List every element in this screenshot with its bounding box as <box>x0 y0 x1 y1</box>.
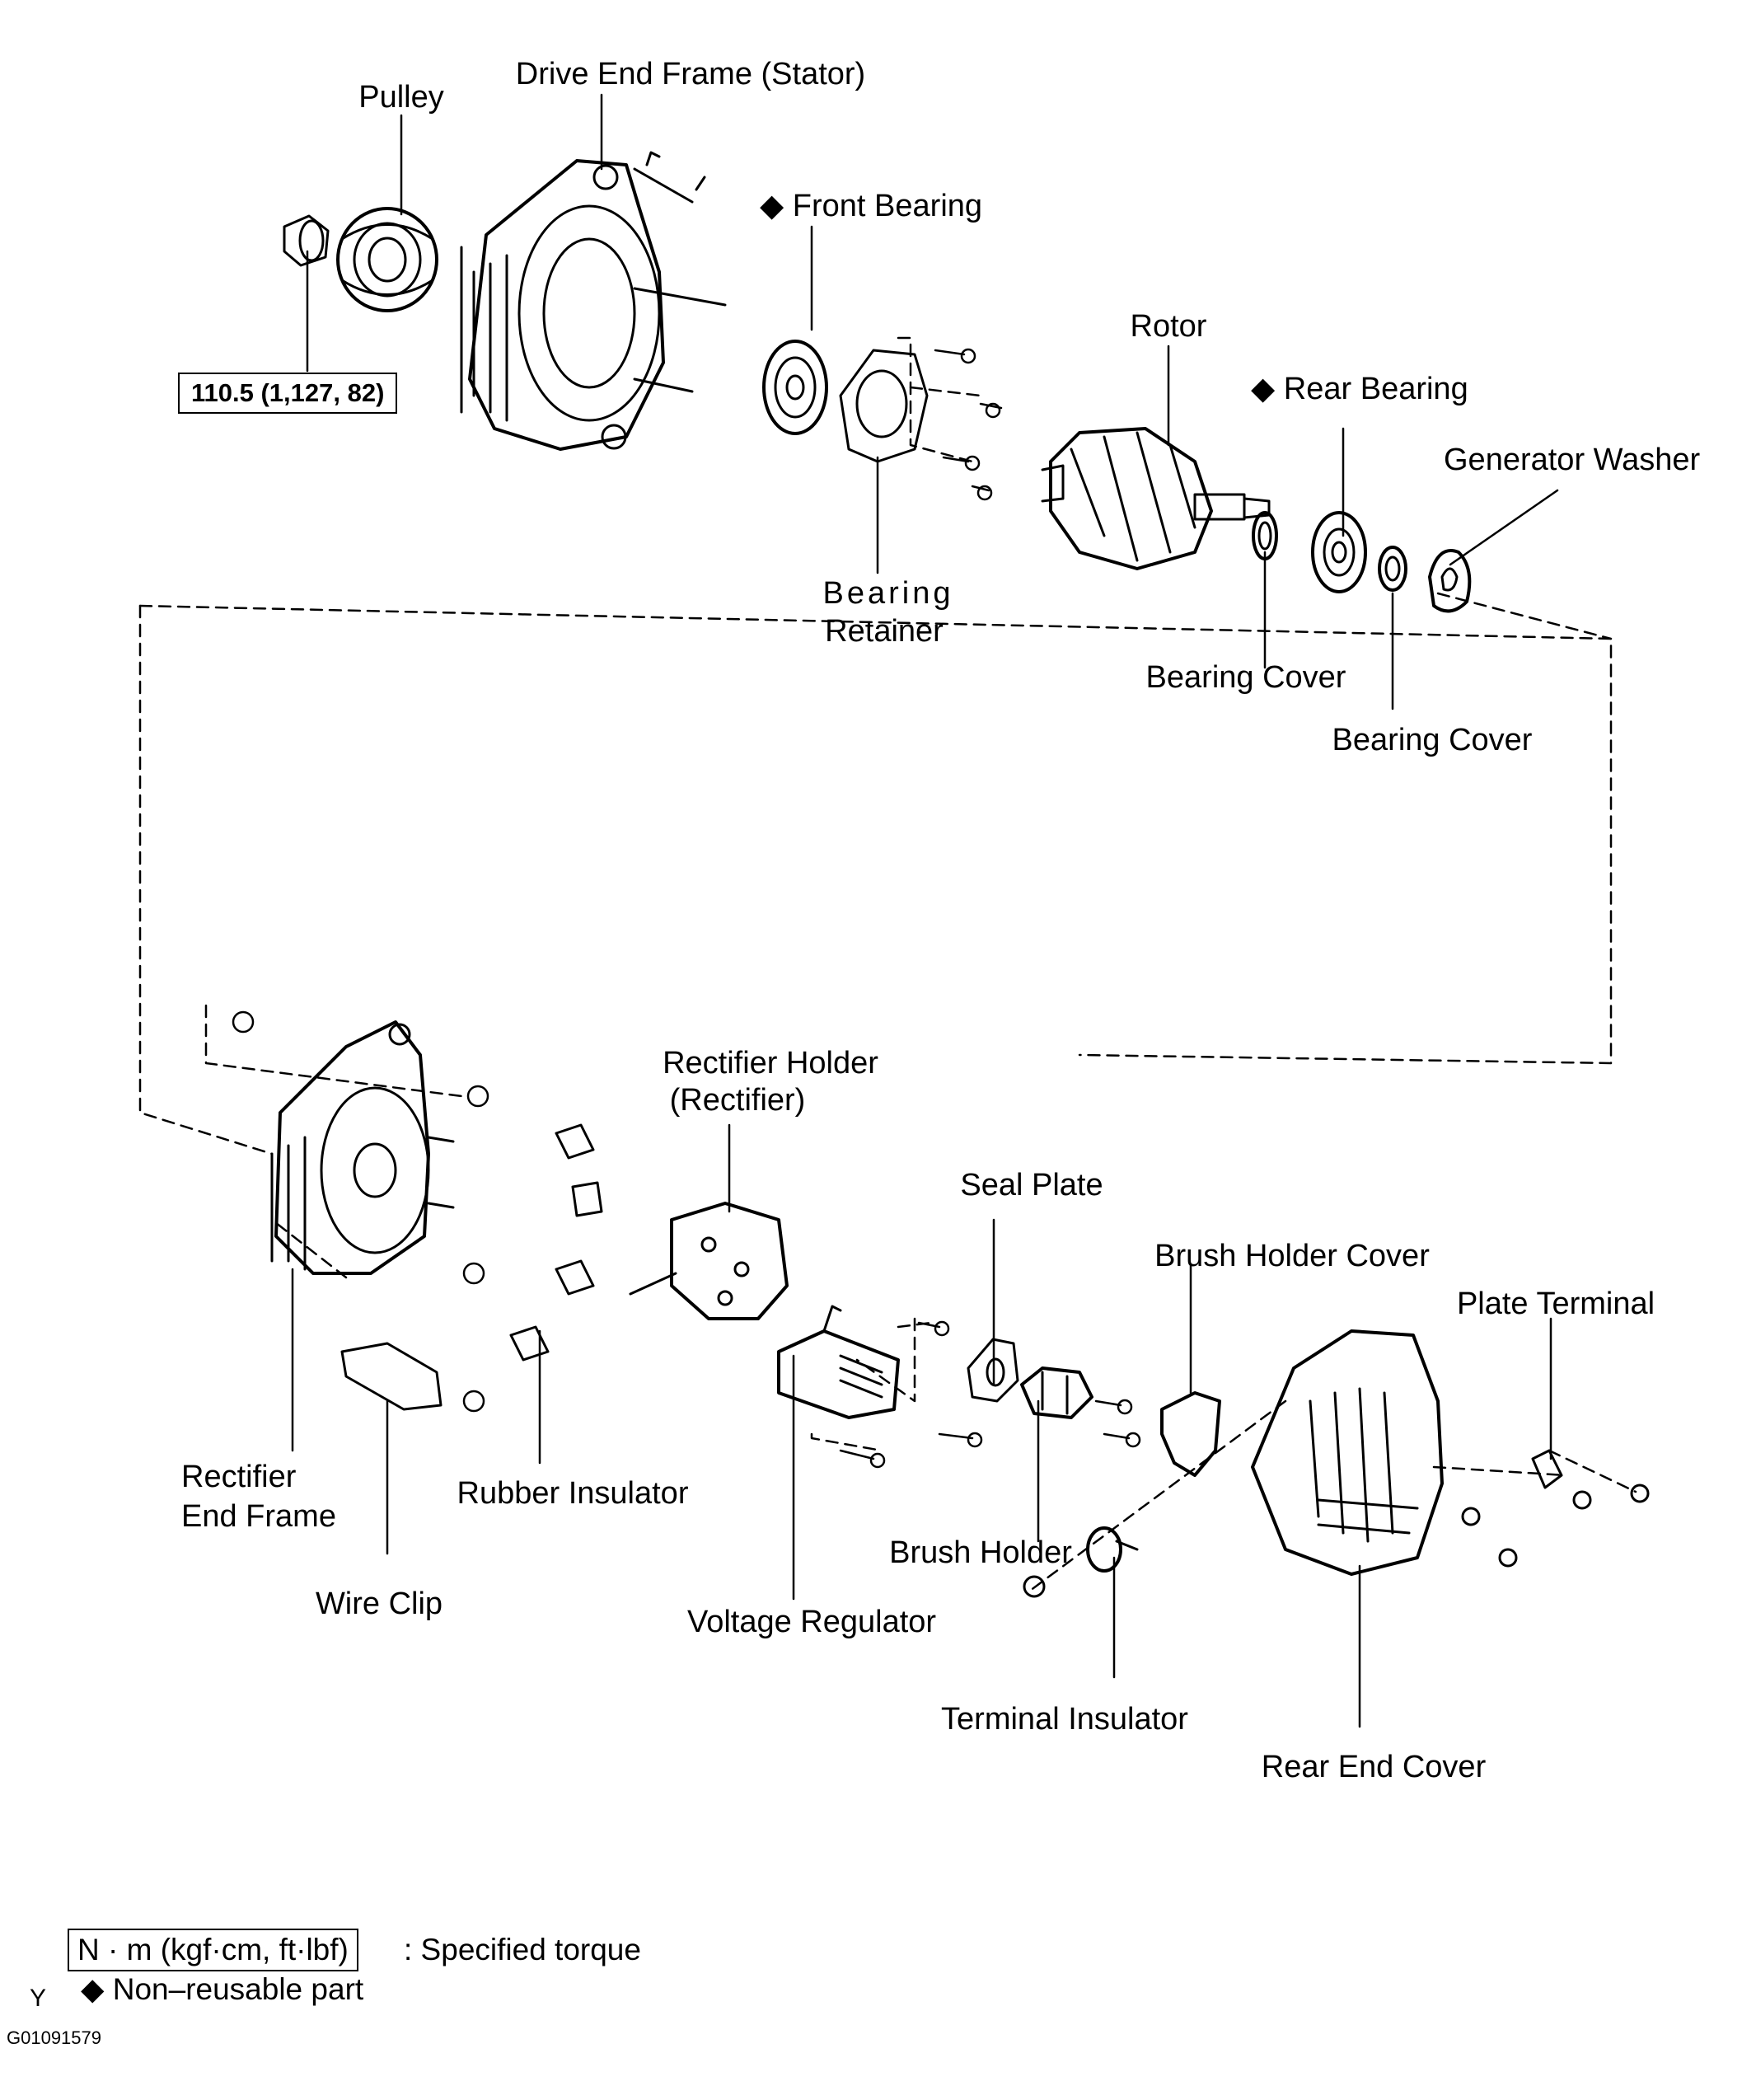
label-brush-holder-cover: Brush Holder Cover <box>1154 1239 1430 1273</box>
front-bearing-icon <box>762 340 828 435</box>
label-terminal-insulator: Terminal Insulator <box>941 1702 1188 1737</box>
label-rectifier-end-frame-line1: Rectifier <box>181 1460 297 1494</box>
legend-torque-units-box: N · m (kgf·cm, ft·lbf) <box>68 1929 358 1971</box>
label-bearing-cover-1: Bearing Cover <box>1145 660 1346 695</box>
label-rear-bearing: ◆ Rear Bearing <box>1251 371 1468 407</box>
label-rear-end-cover: Rear End Cover <box>1261 1750 1487 1784</box>
retainer-screws-icon <box>934 348 1003 501</box>
brush-holder-icon <box>1020 1366 1093 1419</box>
bearing-cover-2-icon <box>1378 546 1407 592</box>
label-brush-holder: Brush Holder <box>889 1535 1072 1570</box>
plate-terminal-icon <box>1461 1449 1650 1568</box>
pulley-nut-icon <box>283 214 330 267</box>
label-pulley: Pulley <box>358 80 444 115</box>
terminal-insulator-icon <box>1023 1526 1139 1598</box>
rubber-insulators-icon <box>509 1123 603 1362</box>
label-rectifier-end-frame-line2: End Frame <box>181 1499 336 1534</box>
label-plate-terminal: Plate Terminal <box>1456 1287 1655 1321</box>
rotor-icon <box>1041 427 1271 570</box>
regulator-screws-icon <box>839 1320 983 1469</box>
bearing-retainer-icon <box>839 349 929 463</box>
label-rubber-insulator: Rubber Insulator <box>457 1476 689 1511</box>
drive-end-frame-icon <box>460 151 727 451</box>
label-rotor: Rotor <box>1130 309 1207 344</box>
label-front-bearing: ◆ Front Bearing <box>760 188 982 224</box>
brush-holder-cover-icon <box>1160 1391 1221 1477</box>
label-generator-washer: Generator Washer <box>1444 443 1701 477</box>
legend-nonreusable: ◆ Non–reusable part <box>81 1971 363 2008</box>
figure-code: G01091579 <box>7 2027 101 2048</box>
label-rear-bearing-text: Rear Bearing <box>1283 372 1468 406</box>
voltage-regulator-icon <box>777 1305 900 1419</box>
pulley-icon <box>336 207 438 312</box>
nonreusable-diamond-icon: ◆ <box>1251 372 1276 406</box>
nonreusable-diamond-icon: ◆ <box>760 189 784 223</box>
label-bearing-retainer-line2: Retainer <box>825 614 944 649</box>
label-front-bearing-text: Front Bearing <box>792 189 983 223</box>
rear-bearing-icon <box>1311 511 1367 593</box>
generator-washer-icon <box>1428 549 1472 613</box>
label-seal-plate: Seal Plate <box>960 1168 1103 1202</box>
legend-torque-text: : Specified torque <box>404 1933 641 1966</box>
label-drive-end-frame: Drive End Frame (Stator) <box>515 57 866 91</box>
corner-letter: Y <box>30 1985 47 2012</box>
rear-end-cover-icon <box>1251 1329 1444 1576</box>
label-bearing-retainer-line1: Bearing <box>822 576 954 611</box>
leader-lines <box>291 93 1559 1728</box>
torque-spec-box: 110.5 (1,127, 82) <box>178 373 398 414</box>
bearing-cover-1-icon <box>1252 511 1278 560</box>
frame-nuts-icon <box>232 1010 489 1413</box>
dashed-assembly-lines <box>138 336 1637 1592</box>
rectifier-end-frame-icon <box>270 1020 455 1275</box>
rectifier-holder-icon <box>629 1202 789 1320</box>
label-rectifier-holder-line2: (Rectifier) <box>669 1083 806 1118</box>
label-wire-clip: Wire Clip <box>315 1587 443 1621</box>
label-bearing-cover-2: Bearing Cover <box>1332 723 1533 757</box>
brush-holder-screws-icon <box>1094 1399 1141 1448</box>
wire-clip-icon <box>340 1342 443 1411</box>
nonreusable-diamond-icon: ◆ <box>81 1972 105 2006</box>
label-rectifier-holder-line1: Rectifier Holder <box>663 1046 878 1080</box>
seal-plate-icon <box>967 1338 1019 1403</box>
label-voltage-regulator: Voltage Regulator <box>686 1605 937 1639</box>
legend-nonreusable-text: Non–reusable part <box>112 1972 364 2006</box>
